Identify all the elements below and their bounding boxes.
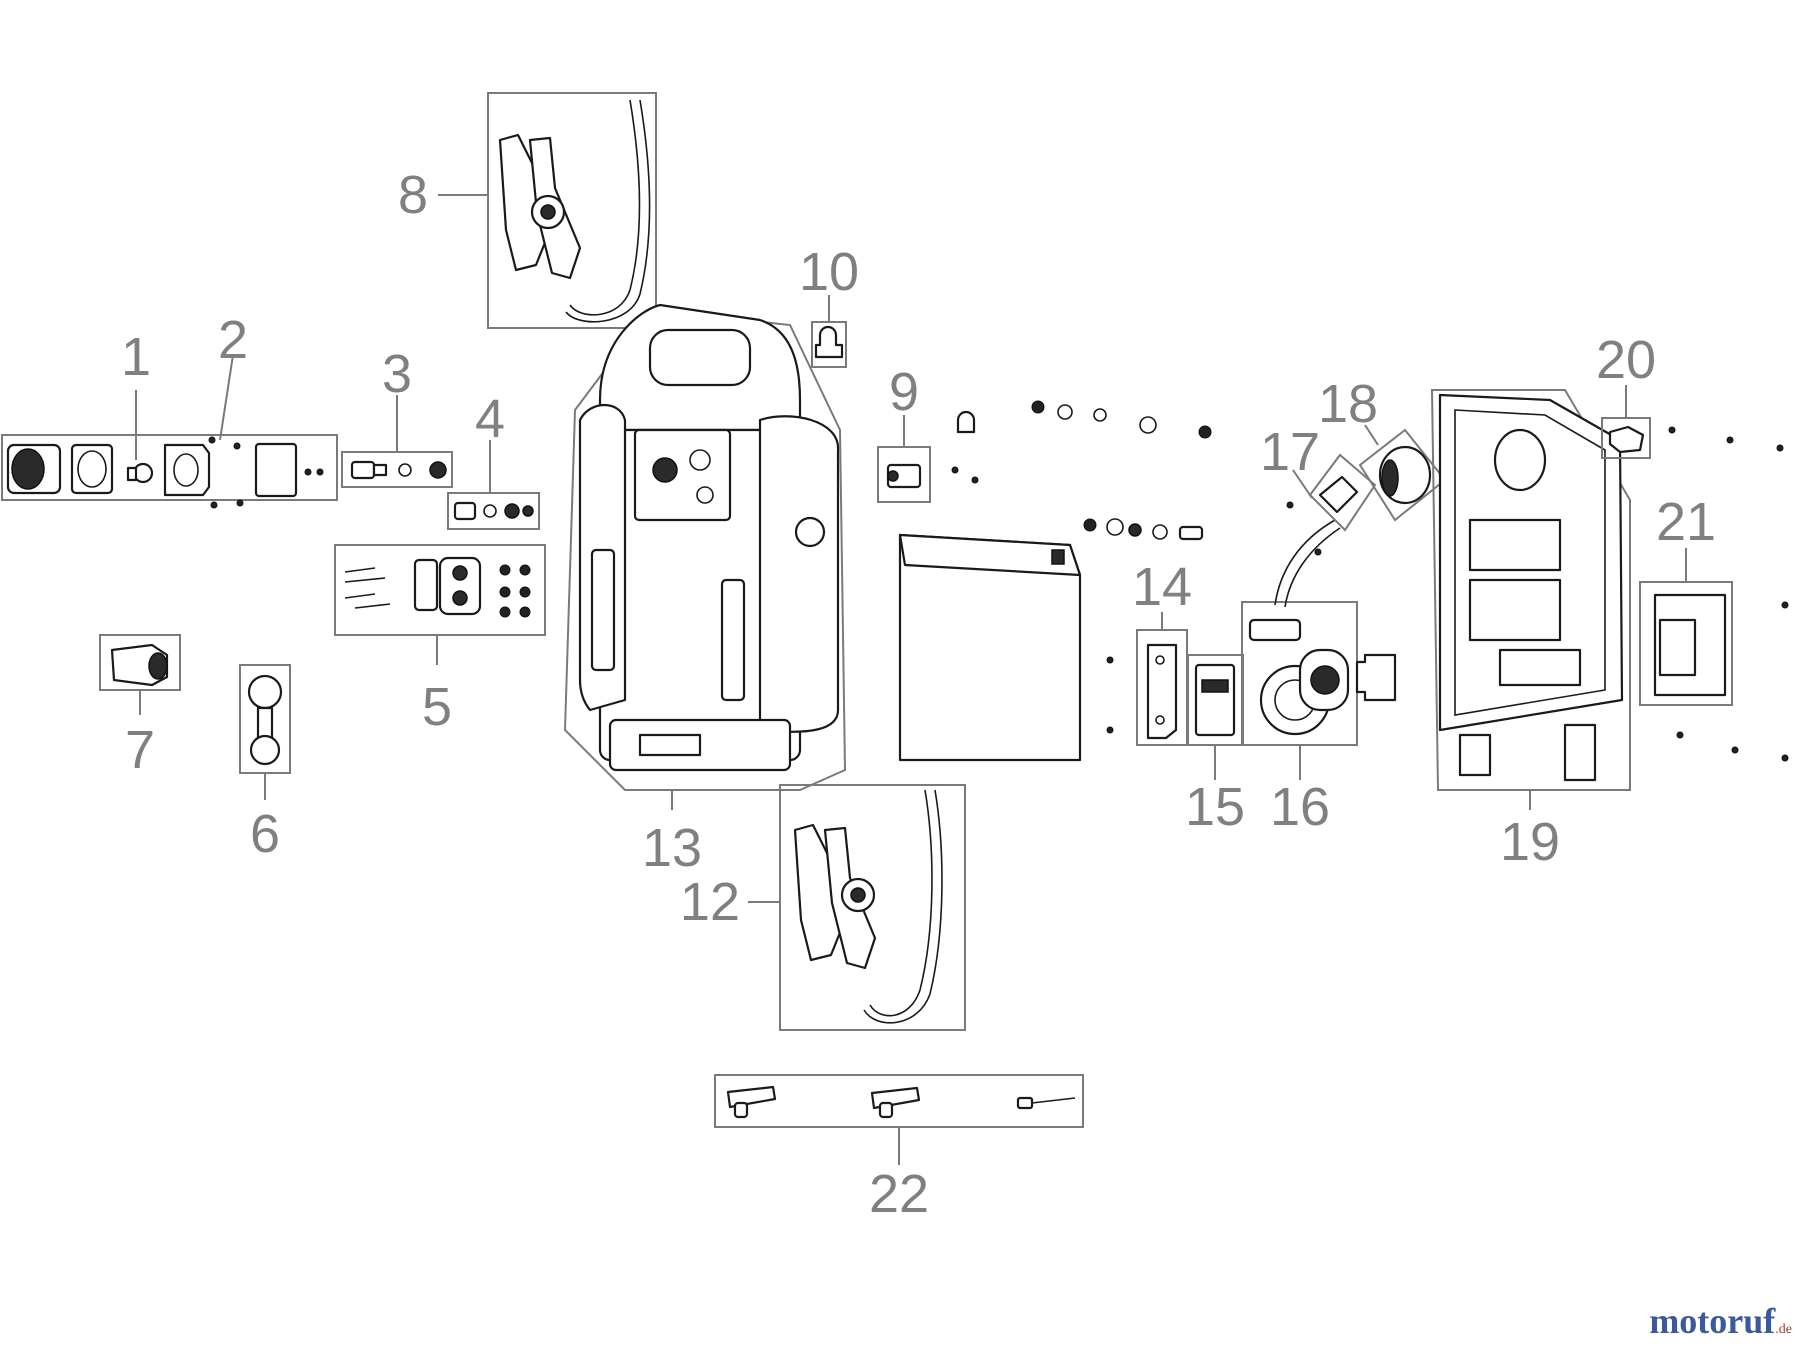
part-8-clamp-cable [438, 92, 657, 329]
part-14-relay-bracket [1106, 612, 1188, 746]
label-6: 6 [250, 804, 280, 864]
watermark-suffix: .de [1775, 1322, 1792, 1337]
part-12-clamp-cable [748, 784, 966, 1031]
watermark-logo: motoruf.de [1649, 1300, 1792, 1342]
part-9-bracket [877, 415, 979, 503]
label-22: 22 [869, 1164, 929, 1224]
label-16: 16 [1270, 777, 1330, 837]
label-19: 19 [1500, 812, 1560, 872]
label-21: 21 [1656, 492, 1716, 552]
part-15-switch [1187, 654, 1244, 780]
part-22-nozzle-adapters [714, 1074, 1084, 1165]
label-2: 2 [218, 310, 248, 370]
part-7-cap [99, 634, 181, 715]
label-5: 5 [422, 677, 452, 737]
part-19-rear-housing [1430, 389, 1631, 810]
label-10: 10 [799, 242, 859, 302]
label-14: 14 [1132, 557, 1192, 617]
part-6-rubber-cover [239, 664, 291, 800]
part-21-circuit-board [1639, 548, 1789, 762]
label-12: 12 [680, 872, 740, 932]
label-18: 18 [1318, 374, 1378, 434]
label-13: 13 [642, 818, 702, 878]
label-1: 1 [121, 327, 151, 387]
label-15: 15 [1185, 777, 1245, 837]
label-4: 4 [475, 389, 505, 449]
watermark-brand: motoruf [1649, 1301, 1776, 1341]
part-4-indicator-lamp [447, 440, 540, 530]
part-16-compressor [1241, 519, 1397, 780]
part-13-main-housing [563, 303, 847, 810]
battery [898, 533, 1082, 762]
part-17-18-gauge [1286, 424, 1447, 556]
part-3-socket-plug [341, 395, 453, 488]
label-17: 17 [1260, 422, 1320, 482]
part-1-2-lamp-assembly [1, 354, 338, 509]
label-8: 8 [398, 165, 428, 225]
part-10-clip [811, 295, 847, 368]
part-5-terminal-set [334, 544, 546, 665]
hardware-washers-nuts [956, 400, 1212, 541]
label-20: 20 [1596, 330, 1656, 390]
label-9: 9 [889, 362, 919, 422]
part-20-valve [1601, 385, 1784, 459]
label-3: 3 [382, 344, 412, 404]
label-7: 7 [125, 720, 155, 780]
